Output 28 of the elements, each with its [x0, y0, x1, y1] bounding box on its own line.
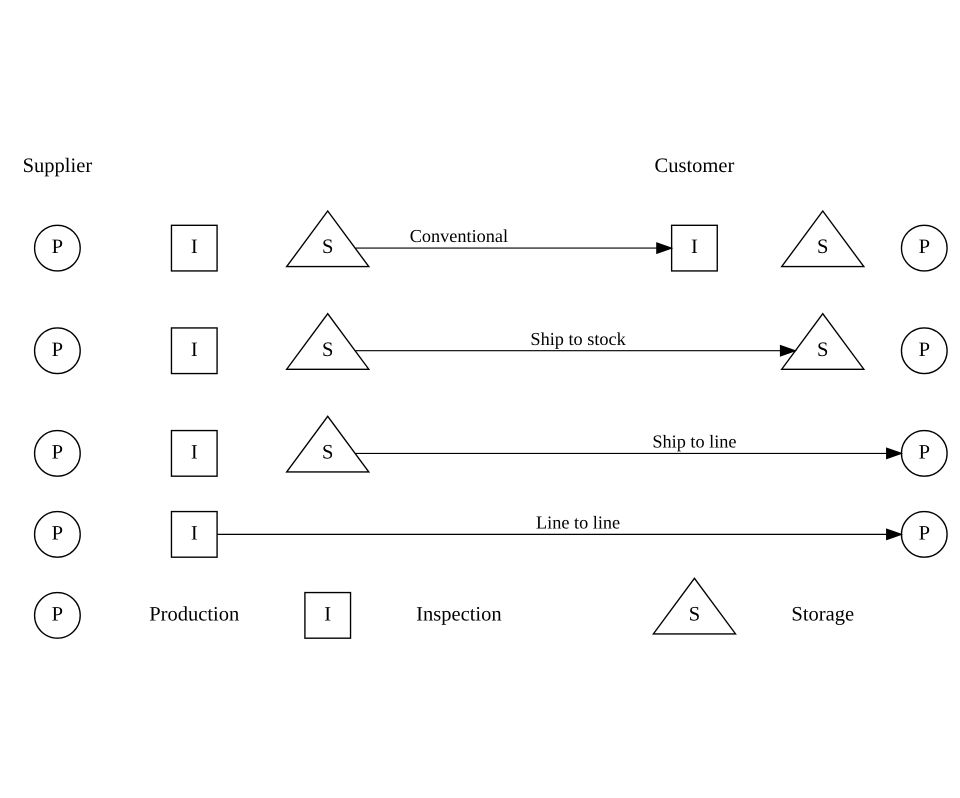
label: Supplier [22, 154, 92, 177]
node-circle: P [900, 510, 948, 558]
node-circle: P [34, 429, 81, 476]
node-circle: P [34, 591, 81, 638]
node-circle: P [34, 510, 81, 558]
edge-label: Ship to line [652, 430, 737, 451]
node-circle: P [34, 326, 81, 374]
edge-label: Ship to stock [530, 328, 626, 348]
node-circle: P [900, 326, 948, 374]
node-circle: P [34, 224, 81, 272]
node-box: I [170, 326, 218, 374]
label: Customer [654, 154, 734, 177]
node-box: I [170, 224, 218, 272]
node-box: I [304, 591, 352, 638]
node-box: I [170, 429, 218, 476]
node-box: I [670, 224, 718, 272]
arrow [356, 446, 904, 459]
arrow [355, 242, 674, 254]
node-label: Production [149, 602, 240, 625]
node-label: Inspection [416, 602, 502, 625]
node-circle: P [900, 224, 948, 272]
arrow [355, 344, 798, 356]
node-circle: P [900, 429, 948, 476]
arrow [217, 528, 904, 540]
edge-label: Conventional [410, 226, 508, 246]
edge-label: Line to line [536, 512, 620, 532]
node-label: Storage [791, 602, 854, 625]
node-box: I [170, 510, 218, 558]
